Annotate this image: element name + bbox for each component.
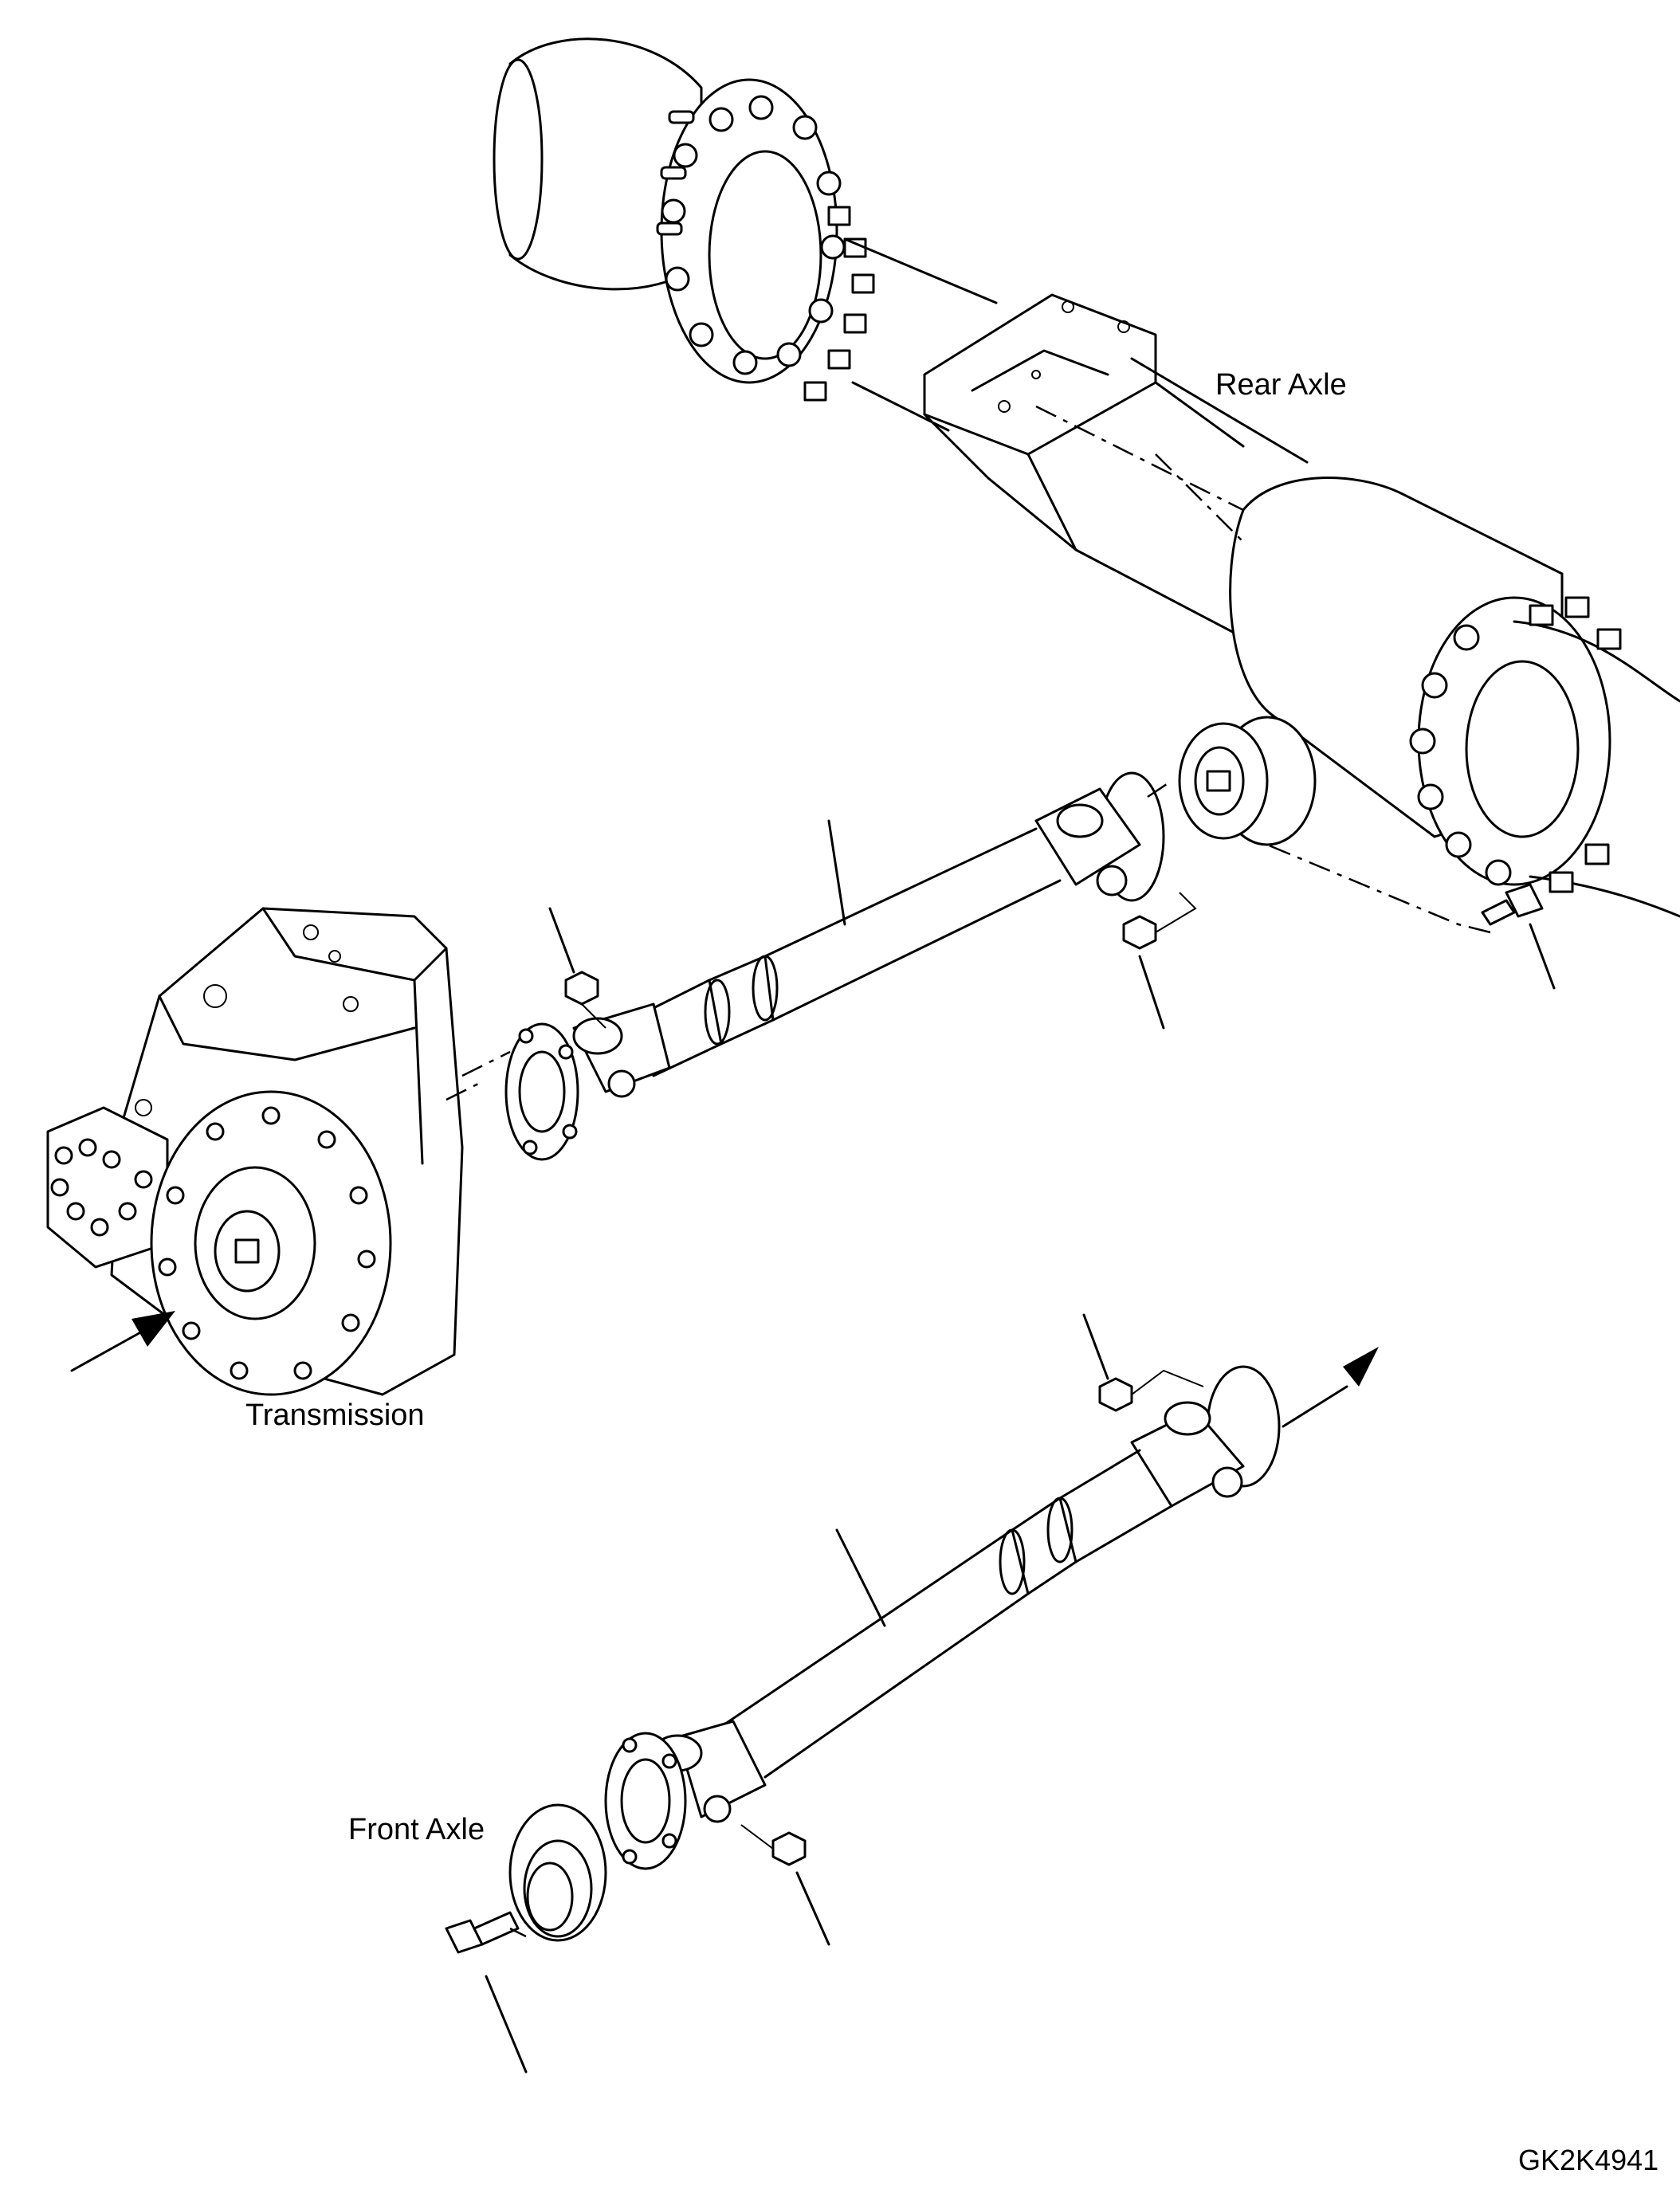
front-axle-flange (445, 1803, 607, 2073)
drawing-code: GK2K4941 (1518, 2144, 1659, 2176)
rear-axle (493, 37, 1680, 918)
front-axle-label: Front Axle (348, 1813, 485, 1846)
rear-propeller-shaft (461, 771, 1556, 1161)
input-arrow (70, 1311, 175, 1372)
transmission (46, 907, 479, 1396)
front-propeller-shaft (604, 1313, 1379, 1946)
transmission-label: Transmission (245, 1399, 425, 1432)
rear-axle-label: Rear Axle (1215, 368, 1347, 402)
